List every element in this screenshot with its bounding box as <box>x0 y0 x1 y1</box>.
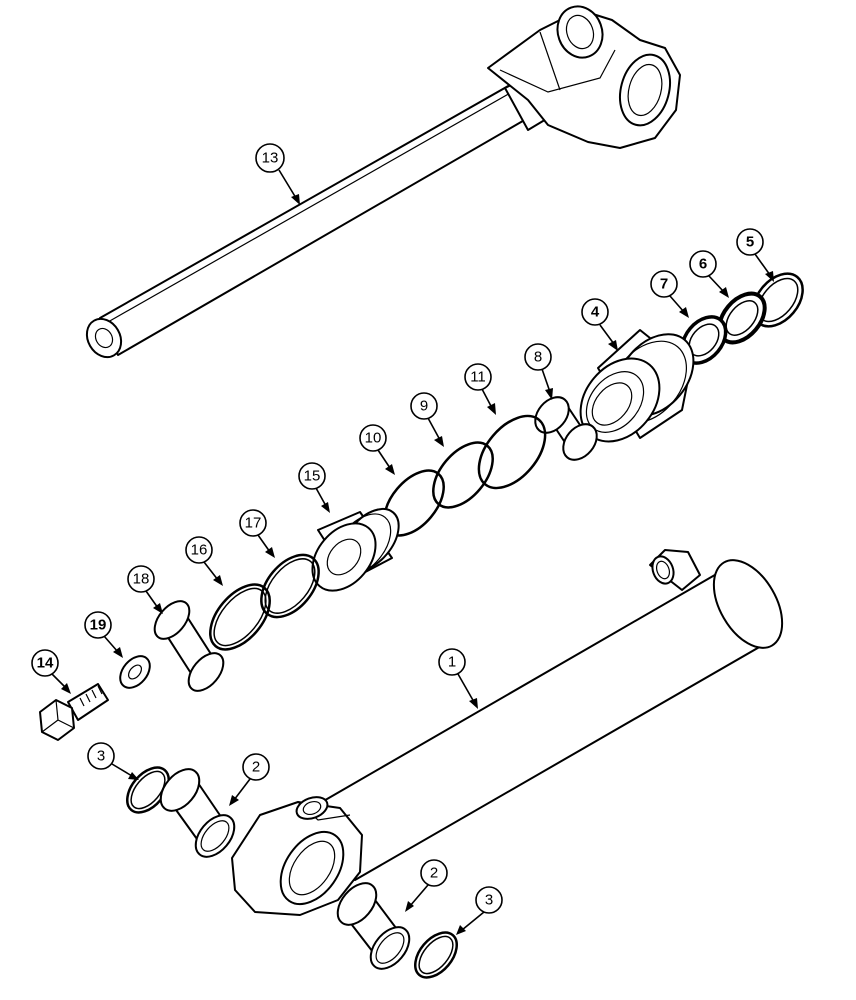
callout-10: 10 <box>359 424 395 475</box>
wiper-seal-part-6 <box>717 291 767 345</box>
callout-label-19: 19 <box>90 617 107 634</box>
callout-label-8: 8 <box>534 349 542 366</box>
callout-2-upper: 2 <box>229 753 270 806</box>
callout-label-7: 7 <box>660 276 668 293</box>
callout-4: 4 <box>581 298 618 351</box>
o-ring-part-9 <box>432 441 494 509</box>
wear-ring-part-18 <box>153 600 225 692</box>
callout-label-5: 5 <box>746 234 754 251</box>
callout-label-4: 4 <box>591 304 600 321</box>
callout-label-14: 14 <box>37 655 54 672</box>
callout-6: 6 <box>689 250 729 298</box>
gland-part-4 <box>579 329 695 443</box>
bushing-part-2-lower <box>336 882 411 970</box>
callout-label-1: 1 <box>448 654 456 671</box>
piston-part-15 <box>311 508 400 592</box>
callout-3-lower: 3 <box>456 886 503 935</box>
callout-label-11: 11 <box>470 369 486 386</box>
callout-16: 16 <box>185 536 223 586</box>
callout-label-16: 16 <box>191 542 208 559</box>
callout-17: 17 <box>239 509 275 558</box>
bolt-part-14 <box>39 683 109 741</box>
callout-label-3-upper: 3 <box>97 748 105 765</box>
callout-11: 11 <box>464 363 496 415</box>
callout-5: 5 <box>736 228 774 282</box>
callout-19: 19 <box>84 611 123 658</box>
piston-rod-part-13 <box>85 5 681 359</box>
callout-label-13: 13 <box>262 150 279 167</box>
callout-label-15: 15 <box>304 468 321 485</box>
callout-1: 1 <box>438 648 478 709</box>
callout-label-18: 18 <box>133 571 150 588</box>
seal-ring-part-16 <box>209 583 271 651</box>
snap-ring-part-3-lower <box>414 931 458 979</box>
callout-label-10: 10 <box>365 430 382 447</box>
callout-2-lower: 2 <box>405 859 448 912</box>
callout-18: 18 <box>127 565 163 614</box>
callout-label-3-lower: 3 <box>485 892 493 909</box>
washer-part-19 <box>119 655 151 689</box>
callout-3-upper: 3 <box>87 742 139 780</box>
callout-8: 8 <box>524 343 553 400</box>
callout-13: 13 <box>255 143 300 205</box>
callout-label-9: 9 <box>420 398 428 415</box>
callout-label-6: 6 <box>699 256 707 273</box>
callout-label-17: 17 <box>245 515 262 532</box>
callout-14: 14 <box>31 649 71 694</box>
callout-label-2-lower: 2 <box>430 865 438 882</box>
callout-label-2-upper: 2 <box>252 759 260 776</box>
callout-9: 9 <box>410 392 444 447</box>
cylinder-barrel-part-1 <box>231 549 784 916</box>
callout-15: 15 <box>298 462 330 513</box>
callout-7: 7 <box>650 270 689 318</box>
bushing-part-2-upper <box>159 768 236 858</box>
